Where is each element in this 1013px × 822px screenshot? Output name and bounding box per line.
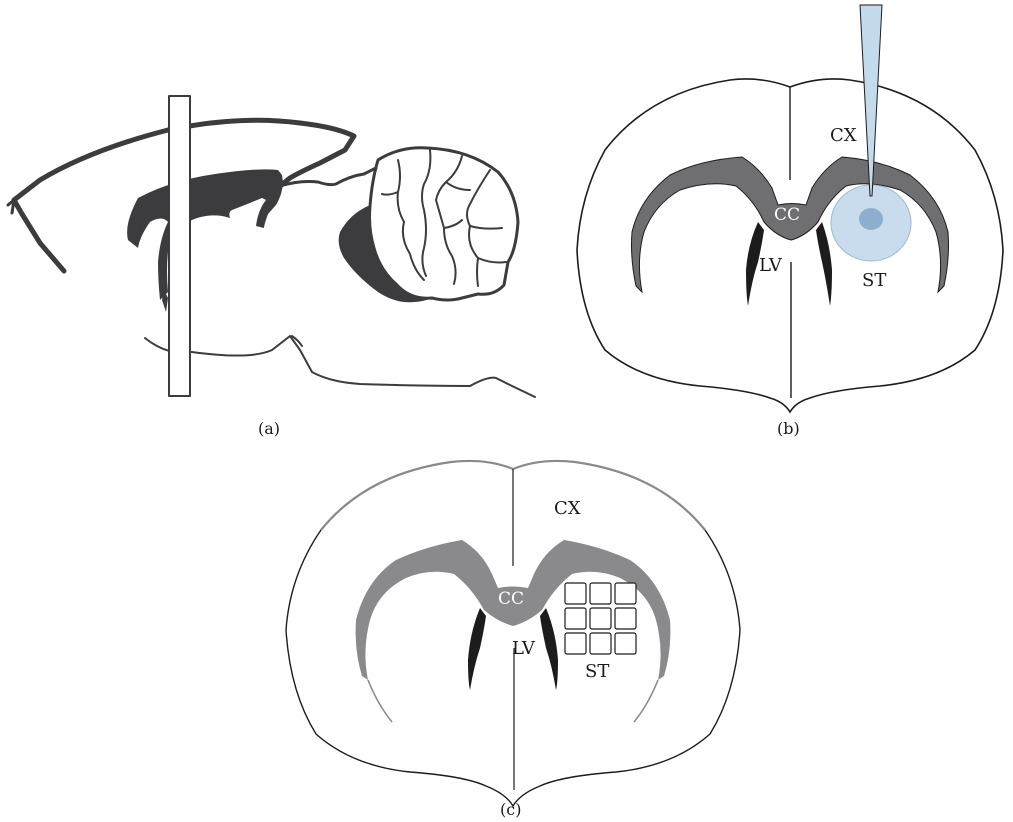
sagittal-white-matter [127, 169, 283, 300]
label-c-corpus-callosum: CC [498, 589, 524, 609]
label-c-striatum: ST [585, 661, 609, 682]
coronal-c-ventricle-left [468, 608, 486, 690]
coronal-b-ventricle-right [816, 222, 832, 306]
sagittal-ventral-outline [145, 336, 535, 397]
grid-cell [565, 608, 586, 629]
coronal-c-ventricle-right [540, 608, 558, 690]
grid-cell [590, 583, 611, 604]
sampling-grid [565, 583, 636, 654]
caption-c: (c) [500, 800, 521, 819]
grid-cell [565, 583, 586, 604]
label-b-striatum: ST [862, 270, 886, 291]
injection-core [859, 208, 883, 230]
grid-cell [615, 633, 636, 654]
cerebellum [339, 148, 518, 303]
label-b-cortex: CX [830, 125, 857, 146]
caption-b: (b) [777, 419, 800, 438]
panel-a-sagittal-section [8, 96, 535, 397]
caption-a: (a) [258, 419, 280, 438]
coronal-c-wm-tail-right [634, 680, 658, 722]
coronal-c-wm-tail-left [368, 680, 392, 722]
cerebellum-folia [382, 150, 506, 286]
cerebellum-dark-rim [339, 206, 432, 302]
label-b-ventricle: LV [759, 255, 783, 276]
grid-cell [590, 633, 611, 654]
sagittal-frontal-tip [8, 200, 14, 213]
coronal-b-midline [790, 87, 791, 398]
coronal-c-midline [513, 469, 514, 790]
panel-c-coronal-section: CX CC LV ST [286, 461, 740, 806]
label-c-ventricle: LV [512, 638, 536, 659]
grid-cell [615, 608, 636, 629]
grid-cell [590, 608, 611, 629]
panel-b-coronal-section: CX CC LV ST [577, 5, 1003, 412]
label-c-cortex: CX [554, 498, 581, 519]
label-b-corpus-callosum: CC [774, 205, 800, 225]
grid-cell [565, 633, 586, 654]
grid-cell [615, 583, 636, 604]
vertical-probe [169, 96, 190, 396]
